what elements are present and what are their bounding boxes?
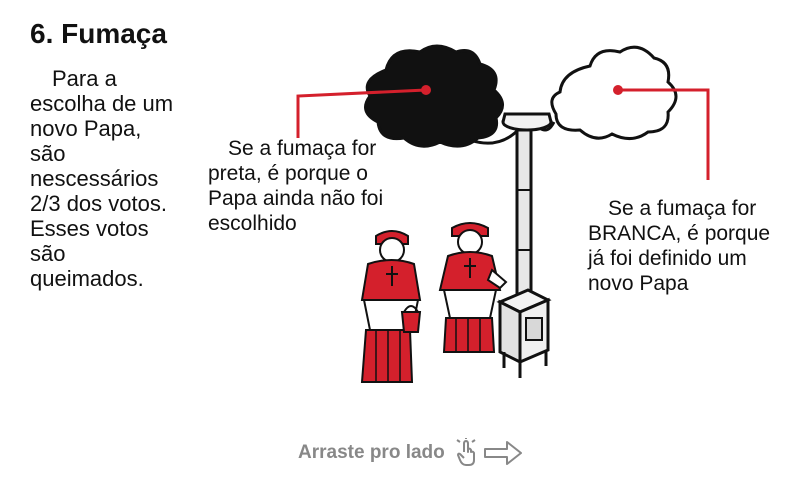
swipe-hint-icons	[455, 438, 523, 468]
leader-line-black	[296, 88, 427, 138]
swipe-hint[interactable]: Arraste pro lado	[298, 438, 523, 468]
swipe-hint-label: Arraste pro lado	[298, 442, 445, 463]
chimney-cap-top	[501, 112, 553, 123]
arrow-right-icon	[483, 441, 522, 465]
leader-dot-white	[613, 85, 623, 95]
swipe-hand-icon	[456, 438, 476, 466]
stove	[496, 288, 552, 378]
intro-text: Para a escolha de um novo Papa, são nesc…	[30, 66, 174, 291]
cardinal-with-bucket	[360, 230, 422, 383]
leader-line-white	[618, 88, 710, 180]
white-smoke-note: Se a fumaça for BRANCA, é porque já foi …	[588, 197, 771, 295]
page-title: 6. Fumaça	[30, 18, 167, 49]
chimney-pipe	[515, 128, 533, 312]
leader-dot-black	[421, 85, 431, 95]
black-smoke-note: Se a fumaça for preta, é porque o Papa a…	[208, 137, 384, 235]
black-smoke-cloud	[364, 44, 504, 148]
cardinal-at-stove	[438, 222, 508, 353]
